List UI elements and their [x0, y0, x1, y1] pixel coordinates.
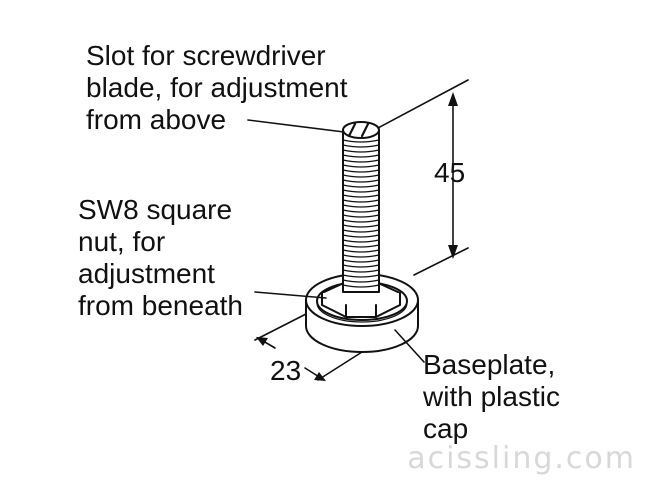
- thread-line: [342, 269, 380, 273]
- thread-line: [342, 284, 380, 288]
- thread-line: [342, 189, 380, 193]
- threaded-rod: [342, 121, 380, 293]
- thread-line: [342, 259, 380, 263]
- thread-line: [342, 184, 380, 188]
- thread-line: [342, 224, 380, 228]
- diameter-dimension-label: 23: [270, 355, 302, 386]
- square-nut: [321, 281, 401, 318]
- thread-line: [342, 209, 380, 213]
- watermark: acissling.com: [407, 441, 636, 476]
- nut-callout-line-1: SW8 square: [78, 194, 233, 225]
- baseplate-callout-line-3: cap: [423, 413, 469, 444]
- thread-line: [342, 249, 380, 253]
- thread-line: [342, 194, 380, 198]
- nut-callout: SW8 square nut, for adjustment from bene…: [78, 194, 243, 322]
- thread-line: [342, 219, 380, 223]
- thread-line: [342, 204, 380, 208]
- thread-line: [342, 239, 380, 243]
- thread-line: [342, 229, 380, 233]
- thread-line: [342, 139, 380, 143]
- baseplate-callout-line-2: with plastic: [423, 381, 560, 412]
- slot-callout: Slot for screwdriver blade, for adjustme…: [86, 40, 348, 136]
- thread-line: [342, 279, 380, 283]
- thread-line: [342, 154, 380, 158]
- height-dimension: [377, 79, 469, 276]
- nut-callout-line-4: from beneath: [78, 290, 243, 321]
- height-dimension-label: 45: [434, 157, 466, 188]
- thread-line: [342, 214, 380, 218]
- leader-lines: [247, 119, 425, 363]
- thread-line: [342, 179, 380, 183]
- thread-line: [342, 264, 380, 268]
- slot-callout-line-1: Slot for screwdriver: [86, 40, 326, 71]
- thread-line: [342, 274, 380, 278]
- baseplate-callout-line-1: Baseplate,: [423, 349, 556, 380]
- thread-line: [342, 149, 380, 153]
- slot-callout-line-3: from above: [86, 104, 227, 135]
- baseplate-callout: Baseplate, with plastic cap: [423, 349, 560, 445]
- thread-line: [342, 244, 380, 248]
- thread-line: [342, 144, 380, 148]
- thread-line: [342, 159, 380, 163]
- thread-line: [342, 199, 380, 203]
- thread-line: [342, 234, 380, 238]
- thread-line: [342, 164, 380, 168]
- nut-callout-line-2: nut, for: [78, 226, 166, 257]
- nut-callout-line-3: adjustment: [78, 258, 215, 289]
- slot-callout-line-2: blade, for adjustment: [86, 72, 348, 103]
- thread-line: [342, 174, 380, 178]
- thread-line: [342, 169, 380, 173]
- thread-line: [342, 254, 380, 258]
- diameter-dimension: [254, 313, 363, 381]
